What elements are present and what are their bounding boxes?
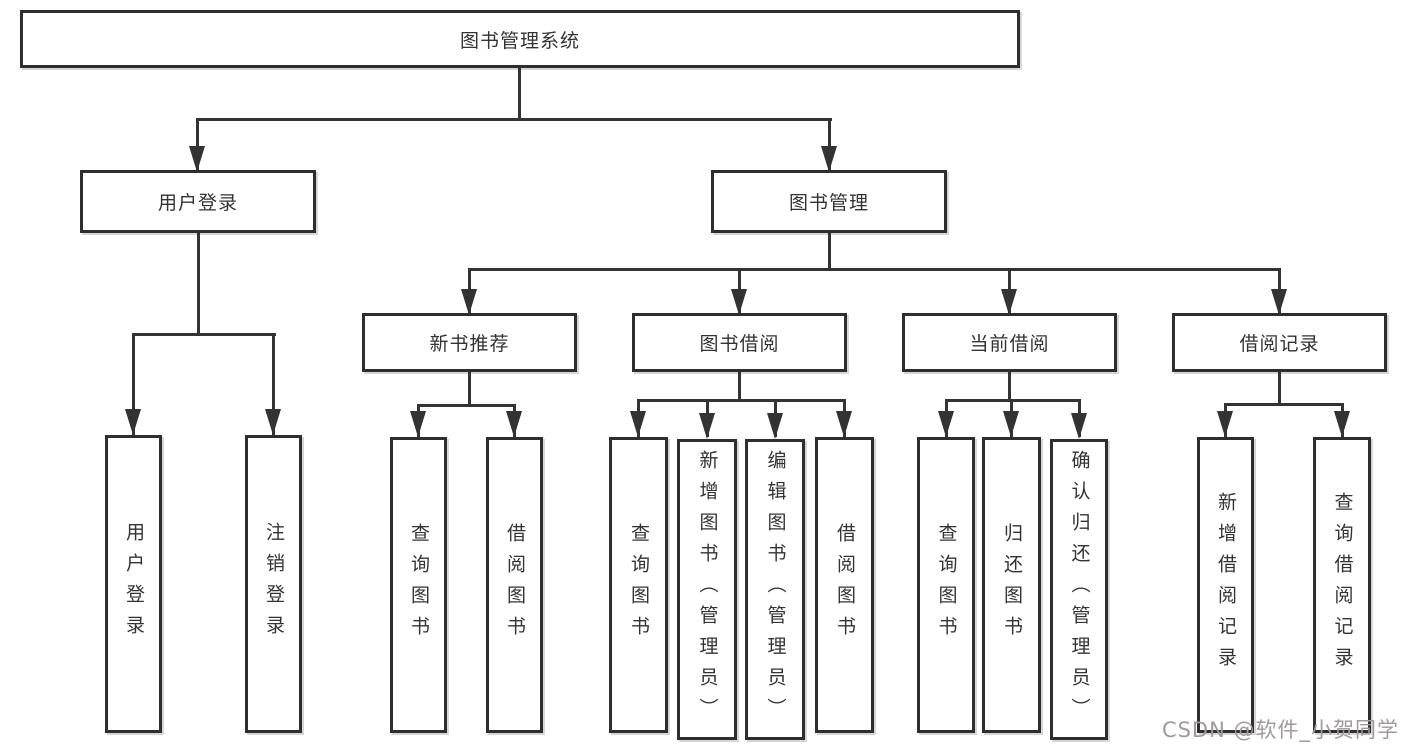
node-label: 归还图书: [1001, 523, 1023, 647]
leaf-add-books-admin: 新增图书（管理员）: [677, 439, 737, 740]
node-label: 查询图书: [408, 523, 430, 647]
node-label: 当前借阅: [969, 333, 1050, 355]
connector-line: [132, 333, 135, 435]
connector-line: [518, 68, 521, 120]
connector-line: [1008, 372, 1011, 401]
node-user-login: 用户登录: [80, 170, 316, 233]
node-label: 查询借阅记录: [1331, 492, 1354, 678]
leaf-edit-books-admin: 编辑图书（管理员）: [745, 439, 805, 740]
node-label: 新增图书（管理员）: [696, 450, 719, 729]
connector-line: [468, 372, 471, 406]
connector-line: [738, 372, 741, 401]
node-label: 新书推荐: [429, 333, 510, 355]
leaf-query-books-borrow: 查询图书: [609, 437, 668, 733]
node-label: 编辑图书（管理员）: [764, 450, 787, 729]
arrow-down-icon: [938, 411, 954, 437]
leaf-query-borrow-record: 查询借阅记录: [1313, 437, 1371, 733]
node-label: 图书管理: [788, 192, 869, 214]
leaf-return-books: 归还图书: [982, 437, 1041, 733]
connector-line: [1278, 372, 1281, 405]
node-label: 查询图书: [935, 523, 958, 647]
node-label: 查询图书: [628, 523, 650, 647]
arrow-down-icon: [461, 289, 477, 315]
arrow-down-icon: [836, 411, 852, 437]
connector-line: [197, 233, 200, 335]
watermark: CSDN @软件_小贺同学: [1161, 718, 1399, 742]
arrow-down-icon: [767, 413, 783, 439]
connector-line: [1224, 403, 1344, 406]
arrow-down-icon: [506, 411, 522, 437]
node-label: 借阅图书: [504, 523, 526, 647]
node-label: 注销登录: [263, 522, 285, 646]
leaf-add-borrow-record: 新增借阅记录: [1197, 437, 1254, 733]
leaf-confirm-return-admin: 确认归还（管理员）: [1050, 439, 1108, 740]
connector-line: [417, 404, 516, 407]
arrow-down-icon: [1334, 411, 1350, 437]
connector-line: [196, 118, 832, 121]
node-current-borrowing: 当前借阅: [902, 313, 1117, 372]
arrow-down-icon: [731, 289, 747, 315]
leaf-borrow-books-recommend: 借阅图书: [486, 437, 543, 733]
connector-line: [828, 118, 831, 172]
node-label: 新增借阅记录: [1215, 492, 1237, 678]
node-label: 用户登录: [123, 522, 145, 646]
arrow-down-icon: [1001, 289, 1017, 315]
node-label: 借阅图书: [834, 523, 856, 647]
arrow-down-icon: [410, 411, 426, 437]
arrow-down-icon: [265, 409, 281, 435]
arrow-down-icon: [1071, 413, 1087, 439]
leaf-logout: 注销登录: [245, 435, 302, 733]
node-label: 确认归还（管理员）: [1068, 450, 1091, 729]
leaf-query-books-current: 查询图书: [917, 437, 975, 733]
connector-line: [828, 233, 831, 270]
connector-line: [132, 333, 276, 336]
node-new-book-recommendation: 新书推荐: [362, 313, 577, 372]
connector-line: [272, 333, 275, 435]
node-label: 图书借阅: [699, 333, 780, 355]
leaf-user-login: 用户登录: [105, 435, 162, 733]
arrow-down-icon: [821, 146, 837, 172]
arrow-down-icon: [1217, 411, 1233, 437]
node-book-borrowing: 图书借阅: [632, 313, 847, 372]
connector-line: [637, 399, 846, 402]
arrow-down-icon: [1271, 289, 1287, 315]
node-borrowing-records: 借阅记录: [1172, 313, 1387, 372]
node-label: 借阅记录: [1239, 333, 1320, 355]
arrow-down-icon: [189, 146, 205, 172]
arrow-down-icon: [125, 409, 141, 435]
node-label: 用户登录: [157, 192, 238, 214]
node-book-management: 图书管理: [711, 170, 947, 233]
connector-line: [945, 399, 1081, 402]
arrow-down-icon: [699, 413, 715, 439]
arrow-down-icon: [1003, 411, 1019, 437]
leaf-borrow-books: 借阅图书: [815, 437, 874, 733]
leaf-query-books-recommend: 查询图书: [390, 437, 447, 733]
node-label: 图书管理系统: [459, 29, 580, 52]
arrow-down-icon: [630, 411, 646, 437]
connector-line: [468, 268, 1281, 271]
connector-line: [196, 118, 199, 172]
node-library-management-system: 图书管理系统: [20, 10, 1020, 68]
